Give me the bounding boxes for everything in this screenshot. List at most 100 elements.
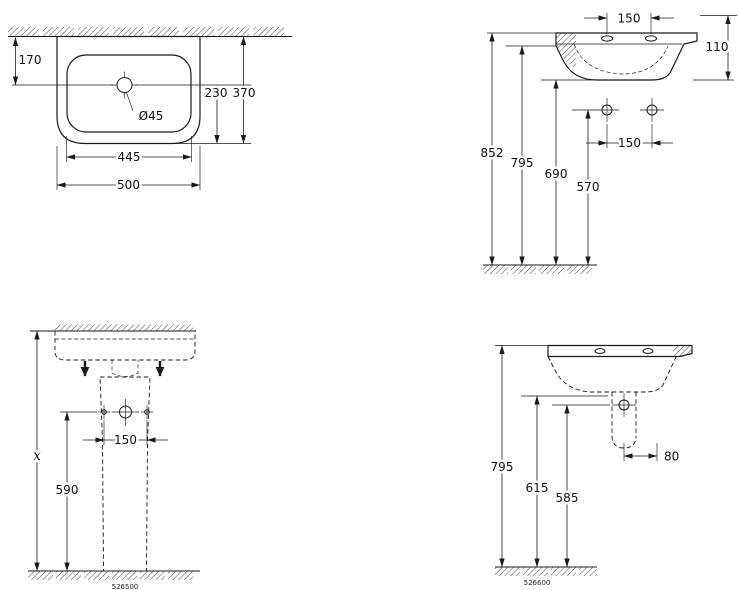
dim-bowl-width: 445 <box>66 136 192 167</box>
dim-label-150-holes: 150 <box>618 136 641 150</box>
dim-label-500: 500 <box>117 178 140 192</box>
dim-fixing-hole-spacing: 150 <box>586 124 673 153</box>
floor-section <box>483 264 597 274</box>
basin-hidden-outline <box>54 331 196 361</box>
basin-rim-outline <box>547 344 693 358</box>
hatch-segment <box>78 27 109 36</box>
hatch-segment <box>84 571 109 580</box>
basin-rear-hatch <box>556 33 576 68</box>
view-front-pedestal: 150 x 590 526500 <box>28 324 200 590</box>
view-plan: 170 230 370 Ø45 445 500 <box>8 27 292 195</box>
wall-section <box>8 27 292 37</box>
wall-hatch-band <box>55 324 193 331</box>
view-side: 150 110 150 852 <box>478 9 737 274</box>
tap-hole-right <box>645 35 657 42</box>
hatch-segment <box>112 571 137 580</box>
hatch-segment <box>483 265 508 274</box>
tap-hole-right <box>642 348 654 354</box>
fixing-hole <box>612 393 636 417</box>
hole-circle <box>144 409 150 415</box>
hatch-segment <box>113 27 144 36</box>
hatch-segment <box>218 27 249 36</box>
model-number-526500: 526500 <box>112 583 139 590</box>
hatch-segment <box>511 265 536 274</box>
basin-inner-bowl <box>66 54 192 133</box>
hatch-segment <box>43 27 74 36</box>
floor-section <box>495 566 597 576</box>
dim-fixing-hole-spacing: 150 <box>83 420 168 450</box>
dim-height-795: 795 <box>506 45 558 266</box>
dim-label-diameter-45: Ø45 <box>139 109 164 123</box>
hatch-segment <box>148 27 179 36</box>
fixing-hole-right <box>141 405 153 419</box>
trap-hidden-outline <box>111 360 139 377</box>
dim-label-370: 370 <box>233 86 256 100</box>
hatch-segment <box>539 265 564 274</box>
dim-total-height-x: x <box>31 330 44 572</box>
dim-label-585: 585 <box>556 491 579 505</box>
hole-circle <box>646 104 658 116</box>
hatch-segment <box>8 27 39 36</box>
dim-height-852: 852 <box>478 32 556 266</box>
hole-circle <box>618 399 630 411</box>
hatch-segment <box>567 265 592 274</box>
dim-label-150-top: 150 <box>618 12 641 26</box>
tap-hole-left <box>601 35 613 42</box>
hatch-segment <box>183 27 214 36</box>
view-side-pedestal: 80 795 615 585 526600 <box>488 344 693 589</box>
tap-hole-circle <box>116 77 133 93</box>
hole-circle <box>119 405 132 419</box>
fixing-hole-left <box>98 405 110 419</box>
hatch-segment <box>523 567 548 576</box>
hatch-segment <box>551 567 576 576</box>
hatch-segment <box>253 27 284 36</box>
outlet-hole-center <box>112 399 139 426</box>
dim-label-795-pedestal: 795 <box>491 460 514 474</box>
model-number-526600: 526600 <box>524 579 551 587</box>
basin-side-outline <box>555 32 698 81</box>
dim-label-150-front: 150 <box>114 433 137 447</box>
tap-hole-left <box>594 348 606 354</box>
dim-label-230: 230 <box>205 86 228 100</box>
dim-label-590: 590 <box>56 483 79 497</box>
hatch-segment <box>28 571 53 580</box>
fixing-hole-right <box>640 98 664 122</box>
dim-label-570: 570 <box>577 180 600 194</box>
hatch-segment <box>140 571 165 580</box>
dim-wall-to-tap: 170 <box>12 37 113 86</box>
dim-height-615: 615 <box>521 395 608 568</box>
hatch-segment <box>579 567 597 576</box>
dim-overall-depth: 370 <box>174 36 258 144</box>
hatch-segment <box>168 571 193 580</box>
dim-label-x: x <box>33 448 41 464</box>
siphon-bottom <box>611 435 637 449</box>
dim-tap-hole-diameter: Ø45 <box>126 92 166 126</box>
hatch-segment <box>56 571 81 580</box>
rim-end-hatch <box>673 345 692 357</box>
dim-tap-hole-spacing: 150 <box>584 9 674 34</box>
dim-tap-to-front: 230 <box>136 84 251 144</box>
dim-label-690: 690 <box>545 167 568 181</box>
dim-height-690: 690 <box>541 79 599 266</box>
dim-label-80: 80 <box>664 450 679 464</box>
dim-label-795: 795 <box>511 156 534 170</box>
hole-circle <box>101 409 107 415</box>
floor-section <box>28 570 200 580</box>
hatch-segment <box>495 567 520 576</box>
bowl-hidden-outline <box>547 356 677 393</box>
dim-height-570: 570 <box>572 109 602 266</box>
bowl-hidden-line <box>573 43 669 75</box>
dim-label-170: 170 <box>19 53 42 67</box>
dim-height-590: 590 <box>53 411 97 572</box>
dim-label-615: 615 <box>526 481 549 495</box>
siphon-hidden <box>611 392 637 449</box>
fixing-hole-left <box>595 98 619 122</box>
dim-label-445: 445 <box>118 150 141 164</box>
hole-circle <box>601 104 613 116</box>
dim-outlet-offset: 80 <box>623 443 682 466</box>
tap-hole <box>111 71 138 99</box>
dim-label-852: 852 <box>481 146 504 160</box>
leader-line <box>126 92 134 112</box>
